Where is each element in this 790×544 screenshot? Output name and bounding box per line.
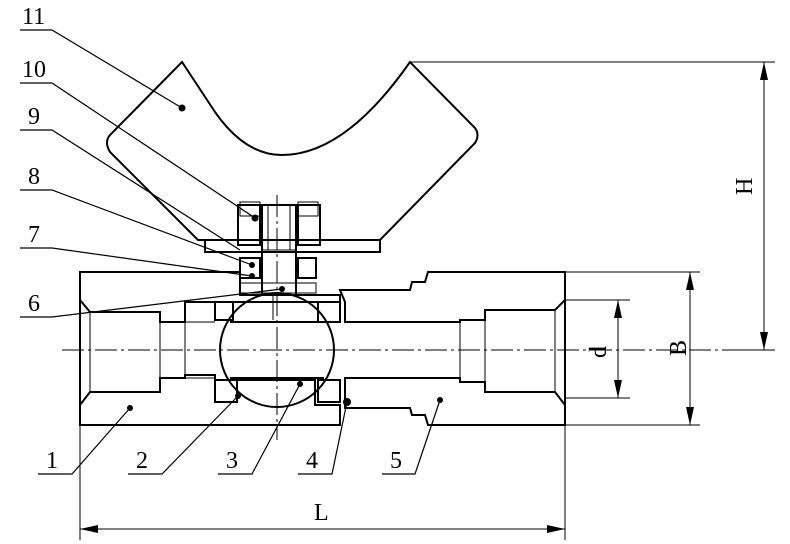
body-left-bottom: [79, 374, 341, 426]
dimension-h-label: H: [732, 178, 758, 195]
packing-right: [297, 257, 317, 279]
leader-5: [382, 399, 441, 475]
stem-seal: [239, 282, 317, 294]
dimension-b-label: B: [666, 340, 692, 356]
leader-8: [20, 189, 253, 266]
nut-right: [297, 204, 321, 246]
leader-10: [20, 82, 256, 219]
leader-9: [20, 129, 241, 251]
part-label-1: 1: [46, 448, 58, 474]
handle-outline: [106, 60, 479, 241]
nut-top-right: [297, 201, 319, 217]
leader-1: [38, 407, 131, 475]
part-label-7: 7: [28, 222, 40, 248]
leader-6: [20, 288, 283, 318]
seat-left-bottom: [214, 379, 238, 403]
leader-2: [128, 395, 239, 475]
leader-11: [20, 29, 183, 109]
nut-left: [237, 204, 261, 246]
part-label-8: 8: [28, 164, 40, 190]
leader-7: [20, 247, 253, 277]
part-label-4: 4: [306, 448, 318, 474]
seat-right-bottom: [317, 379, 341, 403]
dimension-d-label: d: [586, 346, 612, 358]
body-left-top: [79, 271, 341, 323]
body-right-bottom: [344, 377, 566, 426]
dimension-l-label: L: [314, 500, 329, 526]
part-label-5: 5: [390, 448, 402, 474]
body-right-top: [338, 271, 566, 323]
nut-top-left: [239, 201, 261, 217]
part-label-9: 9: [28, 104, 40, 130]
part-label-2: 2: [136, 448, 148, 474]
handle-hub-plate: [204, 239, 381, 253]
part-label-11: 11: [22, 4, 45, 30]
part-label-6: 6: [28, 291, 40, 317]
seat-right-top: [317, 301, 341, 323]
part-label-3: 3: [226, 448, 238, 474]
seat-left-top: [214, 301, 234, 321]
leader-4: [298, 401, 348, 475]
leader-3: [218, 383, 301, 475]
part-label-10: 10: [22, 57, 46, 83]
